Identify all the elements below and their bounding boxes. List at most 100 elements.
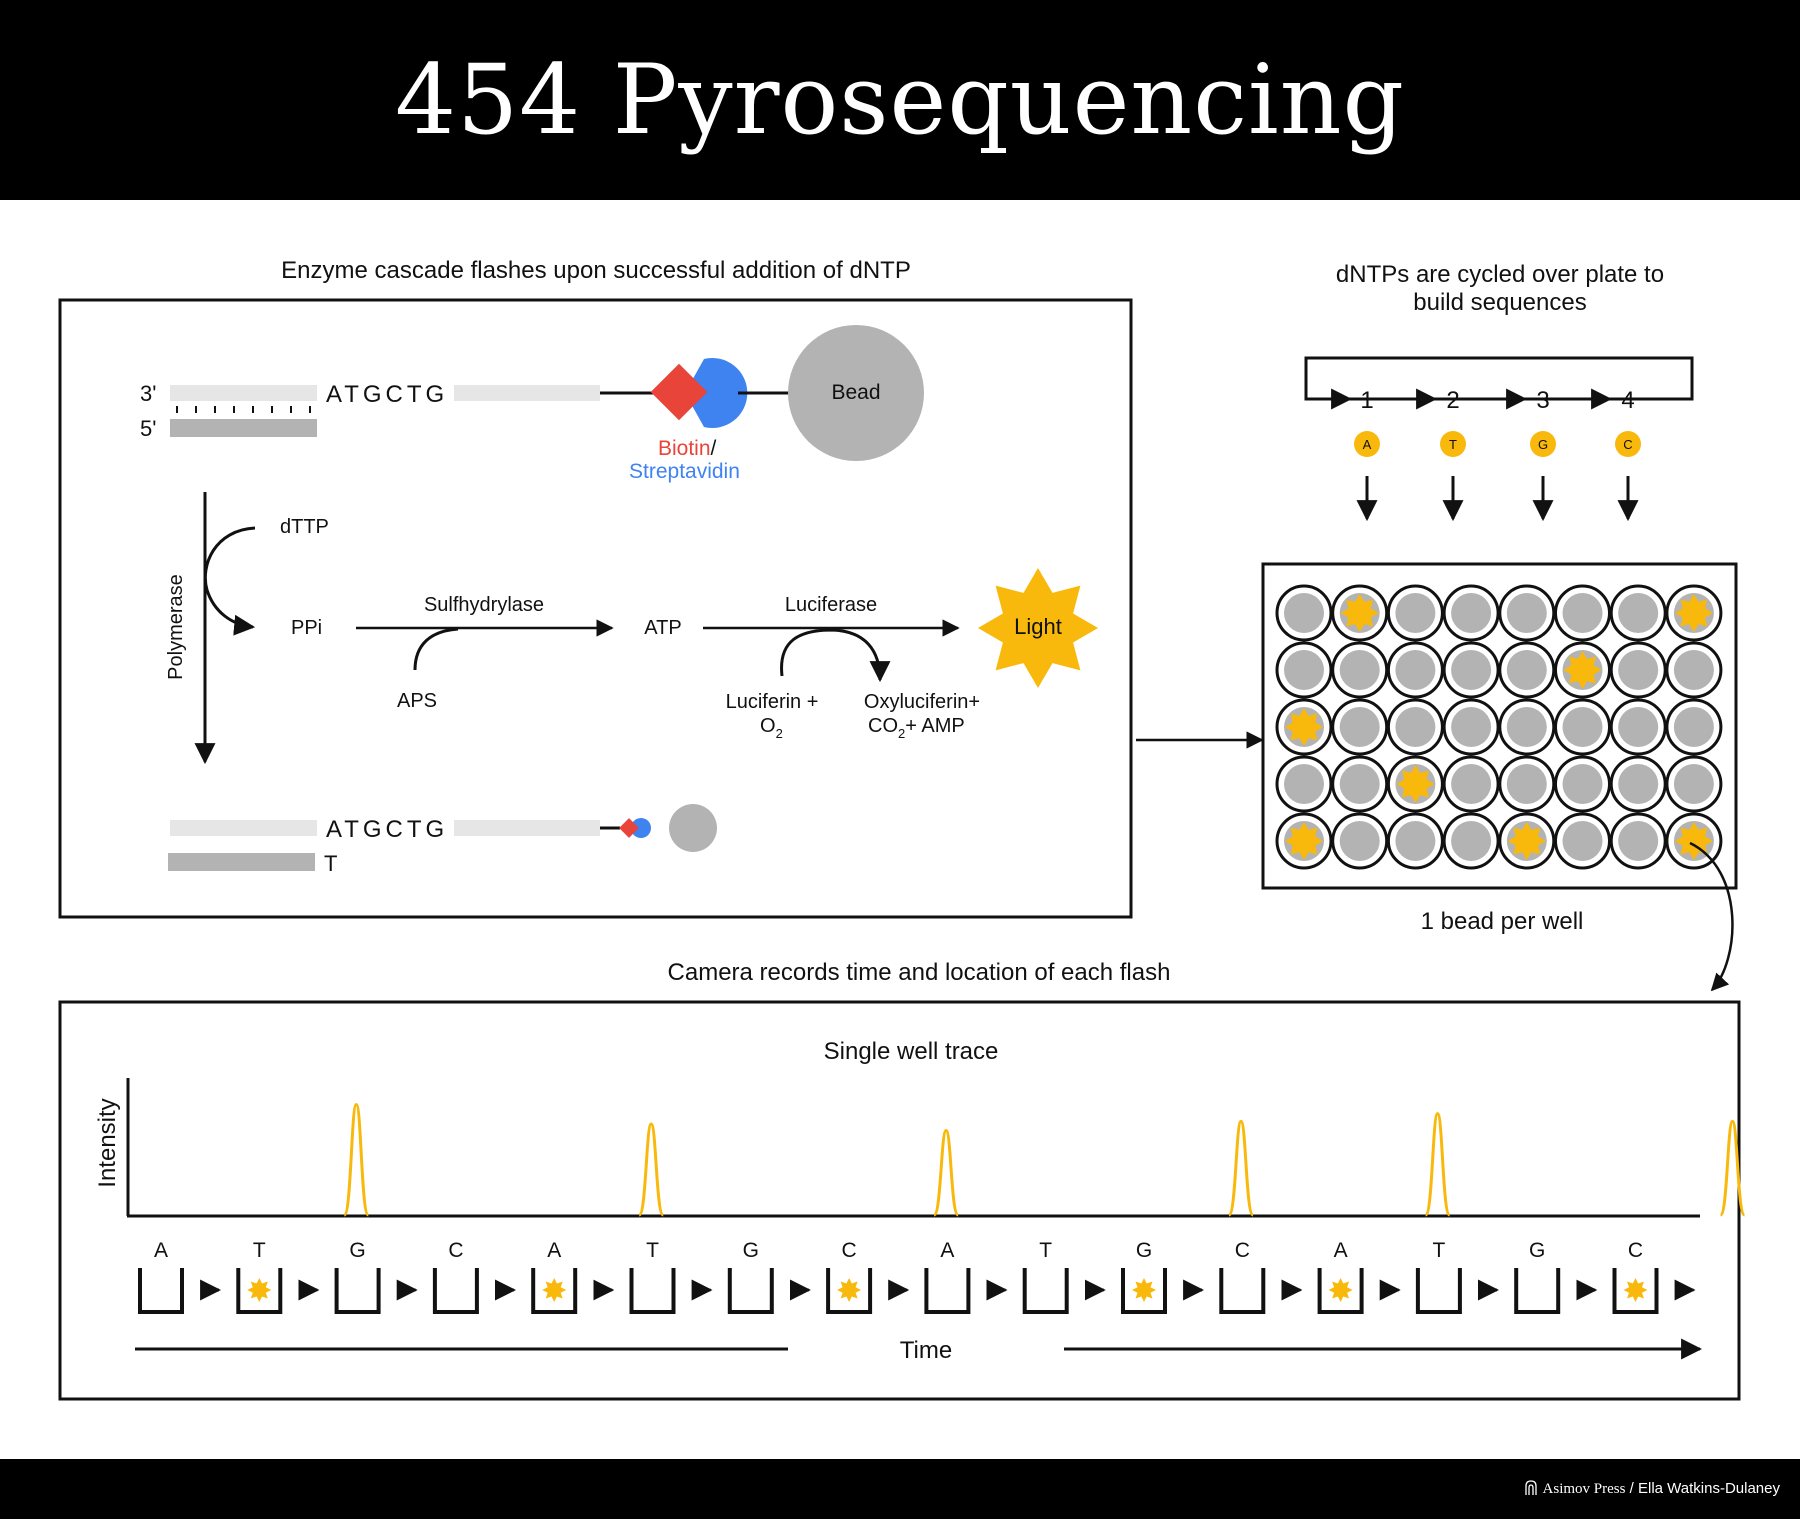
flow-label-G: G — [743, 1239, 759, 1262]
flow-label-T: T — [1039, 1239, 1052, 1262]
cycle-step-2: 2 — [1446, 387, 1459, 414]
well-bead — [1673, 764, 1714, 804]
plate-heading-line1: dNTPs are cycled over plate to — [1336, 261, 1664, 288]
nucleotide-label-T: T — [1449, 437, 1457, 452]
flow-flash-icon — [247, 1278, 272, 1302]
well-bead — [1284, 593, 1324, 633]
flow-well — [1022, 1268, 1069, 1314]
well-bead — [1618, 707, 1659, 747]
flow-label-T: T — [253, 1239, 266, 1262]
flash-icon — [1674, 594, 1713, 632]
flow-well — [1317, 1268, 1364, 1314]
streptavidin-shape — [685, 357, 748, 428]
well-bead — [1506, 593, 1547, 633]
flow-label-G: G — [1529, 1239, 1545, 1262]
flash-icon — [1507, 822, 1546, 860]
flow-flash-icon — [542, 1278, 567, 1302]
result-template-strand — [170, 820, 317, 836]
ppi-label: PPi — [291, 617, 322, 639]
flow-label-G: G — [349, 1239, 365, 1262]
flow-well — [432, 1268, 479, 1314]
result-strand-tail — [454, 820, 600, 836]
flow-label-C: C — [1235, 1239, 1250, 1262]
polymerase-label: Polymerase — [165, 574, 187, 680]
well-bead — [1284, 650, 1324, 690]
flow-well — [334, 1268, 381, 1314]
added-base-label: T — [324, 851, 337, 876]
flash-icon — [1285, 822, 1323, 860]
well-bead — [1562, 593, 1603, 633]
co2-subscript: 2 — [898, 726, 905, 741]
plate-wells — [1275, 584, 1723, 870]
template-strand — [170, 385, 317, 401]
sulfhydrylase-label: Sulfhydrylase — [424, 594, 544, 616]
x-axis-label: Time — [900, 1337, 952, 1364]
flow-flash-icon — [1132, 1278, 1156, 1302]
result-streptavidin — [631, 818, 651, 838]
atp-label: ATP — [644, 617, 681, 639]
well-bead — [1395, 821, 1436, 861]
page-title: 454 Pyrosequencing — [394, 44, 1405, 156]
well-bead — [1451, 764, 1492, 804]
credit-press: Asimov Press — [1542, 1481, 1626, 1497]
template-strand-tail — [454, 385, 600, 401]
flow-well — [1121, 1268, 1167, 1314]
luciferin-curve-arrow — [780, 628, 891, 683]
well-bead — [1506, 764, 1547, 804]
flow-label-A: A — [154, 1239, 168, 1262]
well-bead — [1618, 821, 1659, 861]
flow-well — [826, 1268, 873, 1314]
flow-label-T: T — [1432, 1239, 1445, 1262]
nucleotide-label-A: A — [1363, 437, 1372, 452]
flow-label-A: A — [1334, 1239, 1348, 1262]
o2-label: O2 — [760, 715, 783, 741]
slash-label: / — [711, 437, 717, 460]
trace-peak — [637, 1122, 665, 1217]
well-bead — [1395, 593, 1436, 633]
well-bead — [1339, 821, 1380, 861]
o2-text: O — [760, 715, 776, 737]
trace-title: Single well trace — [824, 1038, 999, 1065]
footer-bar — [0, 1459, 1800, 1519]
flow-well — [629, 1268, 676, 1314]
dttp-label: dTTP — [280, 516, 329, 538]
nucleotide-T — [1440, 431, 1466, 457]
cycle-step-1: 1 — [1360, 387, 1373, 414]
nucleotide-label-G: G — [1538, 437, 1548, 452]
well-bead — [1339, 764, 1380, 804]
trace-peak — [342, 1102, 370, 1217]
luciferase-label: Luciferase — [785, 594, 877, 616]
y-axis-label: Intensity — [94, 1098, 121, 1187]
well-bead — [1451, 821, 1492, 861]
well-bead — [1506, 707, 1547, 747]
nucleotide-C — [1615, 431, 1641, 457]
flow-well — [1415, 1268, 1462, 1314]
light-label: Light — [1014, 614, 1062, 639]
flow-well — [1514, 1268, 1561, 1314]
result-sequence: ATGCTG — [326, 816, 448, 843]
well-bead — [1562, 707, 1603, 747]
flash-icon — [1340, 594, 1379, 632]
oxyluciferin-label: Oxyluciferin+ — [864, 691, 980, 713]
result-biotin — [619, 818, 639, 838]
aps-label: APS — [397, 690, 437, 712]
well-to-trace-arrow — [1689, 841, 1734, 992]
flow-label-T: T — [646, 1239, 659, 1262]
flow-well — [236, 1268, 283, 1314]
nucleotide-G — [1530, 431, 1556, 457]
biotin-label: Biotin — [658, 437, 711, 460]
trace-heading: Camera records time and location of each… — [668, 959, 1171, 986]
well-bead — [1562, 764, 1603, 804]
cascade-heading: Enzyme cascade flashes upon successful a… — [281, 257, 911, 284]
cascade-panel — [58, 298, 1133, 919]
flow-well — [531, 1268, 578, 1314]
trace-peak — [932, 1128, 960, 1217]
title-bar: 454 Pyrosequencing — [0, 0, 1800, 200]
flow-label-C: C — [448, 1239, 463, 1262]
five-prime-label: 5' — [140, 416, 156, 441]
streptavidin-label: Streptavidin — [629, 460, 740, 483]
bead — [788, 325, 924, 461]
credit-author: Ella Watkins-Dulaney — [1638, 1480, 1780, 1497]
